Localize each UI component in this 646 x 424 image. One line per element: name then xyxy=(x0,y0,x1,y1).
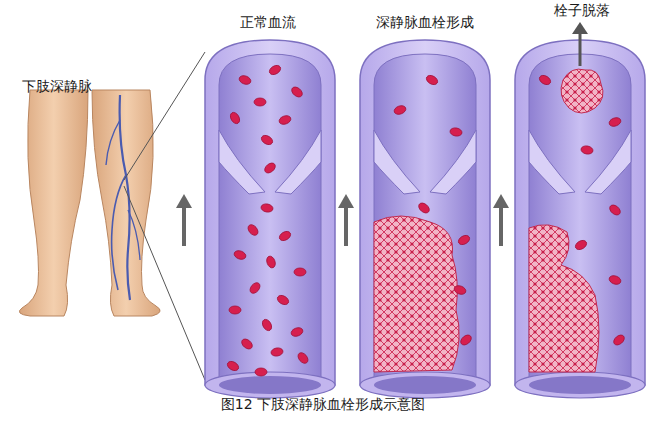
red-blood-cell xyxy=(229,306,241,314)
red-blood-cell xyxy=(255,368,267,376)
red-blood-cell xyxy=(538,74,552,87)
red-blood-cell xyxy=(246,223,260,237)
red-blood-cell xyxy=(294,268,306,276)
flow-arrows xyxy=(176,194,509,246)
red-blood-cell xyxy=(608,274,622,286)
stage-title: 深静脉血栓形成 xyxy=(376,14,474,31)
red-blood-cell xyxy=(226,360,240,373)
vessel-normal xyxy=(205,40,335,398)
red-blood-cell xyxy=(425,74,439,87)
vessel-thrombus xyxy=(360,40,490,398)
red-blood-cell xyxy=(459,333,473,347)
red-blood-cell xyxy=(290,85,304,99)
red-blood-cell xyxy=(574,239,588,252)
red-blood-cell xyxy=(261,318,274,332)
red-blood-cell xyxy=(417,201,431,215)
red-blood-cell xyxy=(278,230,292,243)
red-blood-cell xyxy=(449,127,462,137)
vessel-embolus xyxy=(515,40,645,398)
red-blood-cell xyxy=(233,249,247,261)
red-blood-cell xyxy=(608,203,622,217)
leader-line xyxy=(124,52,205,180)
red-blood-cell xyxy=(248,281,262,295)
red-blood-cell xyxy=(296,351,310,365)
red-blood-cell xyxy=(278,114,292,126)
leader-line xyxy=(124,186,205,380)
red-blood-cell xyxy=(240,337,254,351)
red-blood-cell xyxy=(453,284,467,296)
embolus-arrow xyxy=(572,22,588,66)
red-blood-cell xyxy=(260,134,274,147)
part-label: 下肢深静脉 xyxy=(22,78,92,95)
red-blood-cell xyxy=(612,333,626,347)
red-blood-cell xyxy=(290,326,304,338)
red-blood-cell xyxy=(580,145,593,155)
red-blood-cell xyxy=(260,203,273,213)
red-blood-cell xyxy=(270,347,283,357)
red-blood-cell xyxy=(263,161,277,175)
figure-caption: 图12 下肢深静脉血栓形成示意图 xyxy=(221,396,425,413)
red-blood-cell xyxy=(608,116,622,128)
legs xyxy=(19,90,160,316)
red-blood-cell xyxy=(254,98,266,106)
red-blood-cell xyxy=(265,255,277,269)
red-blood-cell xyxy=(276,294,290,307)
red-blood-cell xyxy=(229,111,242,125)
red-blood-cell xyxy=(268,64,282,77)
red-blood-cell xyxy=(238,74,252,86)
stage-title: 栓子脱落 xyxy=(554,2,610,19)
red-blood-cell xyxy=(457,234,471,247)
stage-title: 正常血流 xyxy=(240,14,296,31)
red-blood-cell xyxy=(393,104,407,116)
